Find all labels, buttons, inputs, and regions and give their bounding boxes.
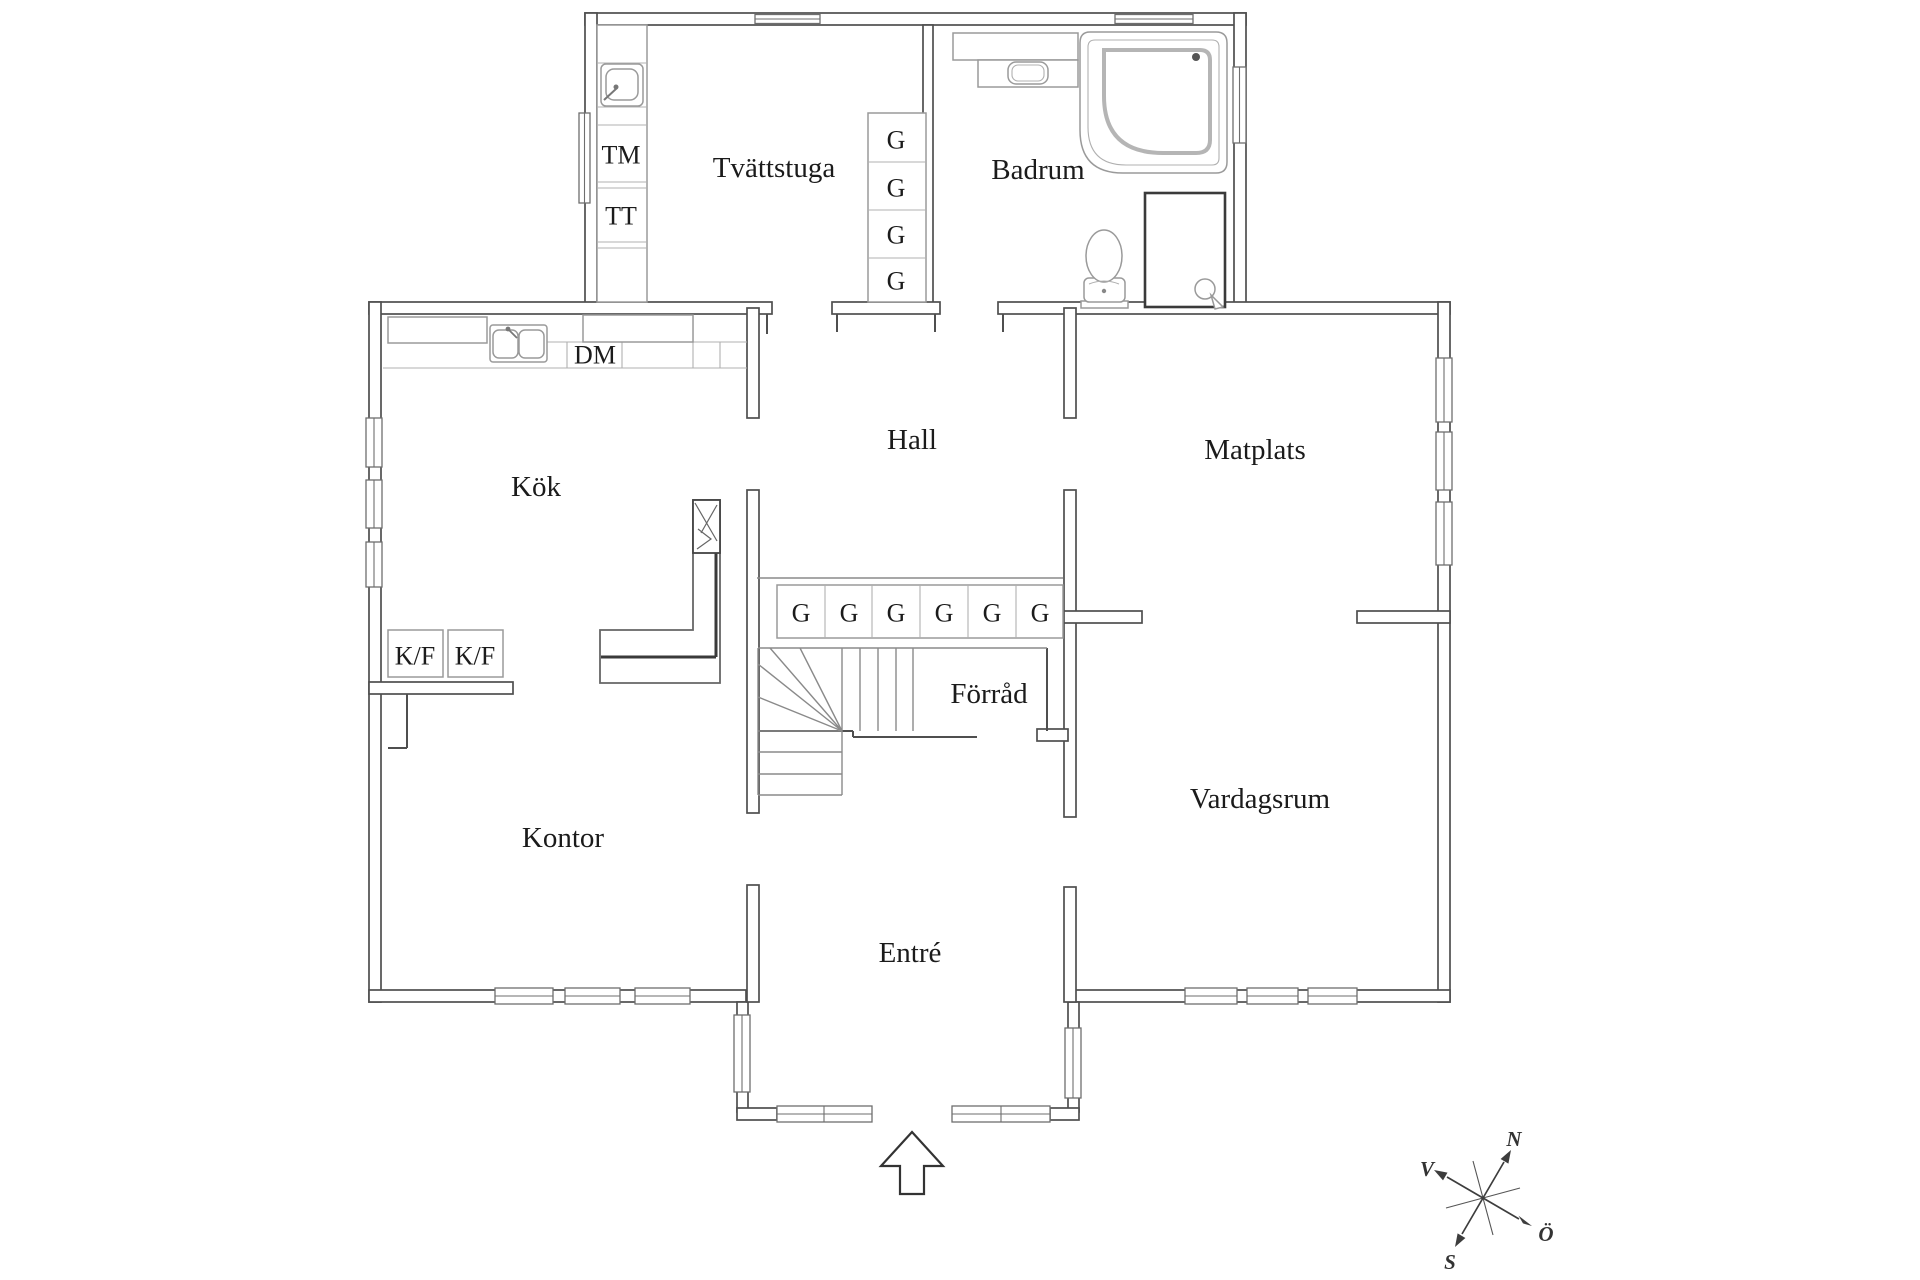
wall-hall-west-upper [746,307,760,419]
wall-forrad-stub [1036,728,1069,742]
laundry-sink-icon [600,63,644,107]
wardrobe-g-label: G [983,599,1002,628]
bathroom-sink-icon [952,32,1079,88]
window-kontor-2 [564,987,621,1005]
wall-east-divider-mid [1063,489,1077,818]
wall-porch-bottom-2 [1049,1107,1080,1121]
wardrobe-g-label: G [792,599,811,628]
wall-main-top-1 [368,301,773,315]
wall-stub-matplats [1063,610,1143,624]
window-laundry-left [578,112,591,204]
windows [365,13,1453,1123]
wardrobe-column: G G G G [867,112,927,303]
window-vardagsrum-2 [1246,987,1299,1005]
wardrobe-g-label: G [887,221,906,250]
staircase [757,647,1047,796]
room-labels: Tvättstuga Badrum Hall Matplats Kök Förr… [511,152,1330,969]
window-porch-left [733,1014,751,1093]
window-kontor-1 [494,987,554,1005]
window-bathroom-right [1232,66,1247,144]
wardrobe-g-label: G [887,174,906,203]
room-label-badrum: Badrum [991,154,1085,186]
wall-main-top-2 [831,301,941,315]
window-kontor-3 [634,987,691,1005]
kitchen-sink-icon [489,324,548,363]
door-jambs [766,314,1004,334]
wardrobe-g-label: G [935,599,954,628]
chimney-icon [692,499,721,554]
wall-stub-vardagsrum [1356,610,1451,624]
fridge-freezer-box-2 [447,629,504,678]
wardrobe-g-label: G [887,126,906,155]
wardrobe-g-label: G [1031,599,1050,628]
fridge-freezer-box-1 [387,629,444,678]
window-matplats-right-2 [1435,431,1453,491]
compass-rose-icon: N V Ö S [1420,1127,1554,1274]
wall-under-fridges [368,681,514,695]
dryer-label: TT [605,202,637,231]
room-label-hall: Hall [887,424,937,456]
window-matplats-right-1 [1435,357,1453,423]
window-porch-right [1064,1027,1082,1099]
appliance-labels: TM TT DM K/F K/F [395,141,641,671]
fridge-freezer-label-1: K/F [395,642,435,671]
entrance-arrow-icon [878,1130,946,1196]
room-label-matplats: Matplats [1204,434,1306,466]
wall-left [368,301,382,1003]
window-matplats-right-3 [1435,501,1453,566]
wardrobe-g-label: G [887,599,906,628]
window-kitchen-left-3 [365,541,383,588]
toilet-icon [1080,229,1129,309]
compass-north-label: N [1505,1127,1522,1151]
wall-kitchen-niche [388,694,408,749]
wall-porch-bottom-1 [736,1107,778,1121]
window-porch-bottom-1 [776,1105,873,1123]
window-vardagsrum-3 [1307,987,1358,1005]
dishwasher-label: DM [574,341,616,370]
laundry-cabinet-shelves [597,62,647,249]
window-porch-bottom-2 [951,1105,1051,1123]
shower-icon [1143,191,1227,310]
window-laundry-top [754,13,821,25]
window-kitchen-left-1 [365,417,383,468]
compass-south-label: S [1444,1250,1456,1274]
compass-east-label: Ö [1538,1222,1553,1246]
wall-hall-west-lower [746,489,760,814]
room-label-vardagsrum: Vardagsrum [1190,783,1331,815]
window-bathroom-top [1114,13,1194,25]
bathroom-fixtures [952,31,1228,310]
room-label-tvattstuga: Tvättstuga [713,152,836,184]
kitchen-counter-block-2 [582,314,694,343]
wall-east-divider-upper [1063,307,1077,419]
wardrobe-g-label: G [840,599,859,628]
window-vardagsrum-1 [1184,987,1238,1005]
laundry-fixtures [596,24,648,303]
room-label-entre: Entré [879,937,942,969]
kitchen-counter-block-1 [387,316,488,344]
wall-stair-south [758,730,977,738]
corner-bathtub-icon [1079,31,1228,174]
wardrobe-row: G G G G G G [776,584,1064,639]
window-kitchen-left-2 [365,479,383,529]
kitchen-fixtures [383,314,747,684]
compass-west-label: V [1420,1157,1436,1181]
wardrobe-g-label: G [887,267,906,296]
fridge-freezer-label-2: K/F [455,642,495,671]
wall-entre-left [746,884,760,1003]
room-label-forrad: Förråd [950,678,1028,710]
room-label-kok: Kök [511,471,561,503]
washing-machine-label: TM [602,141,641,170]
wall-top-section-right [1233,12,1247,310]
room-label-kontor: Kontor [522,822,605,854]
wall-east-divider-lower [1063,886,1077,1003]
